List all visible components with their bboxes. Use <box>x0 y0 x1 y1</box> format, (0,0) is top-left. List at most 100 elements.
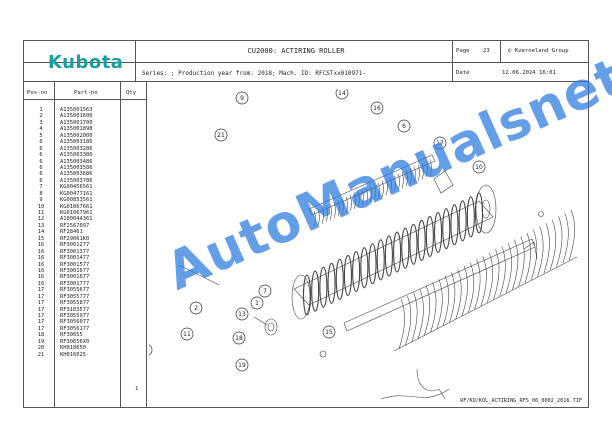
list-item-part[interactable]: KG00456561 <box>60 184 93 191</box>
list-item-pos: 20 <box>37 345 45 352</box>
comb-tine <box>393 175 396 192</box>
list-item-pos: 4 <box>39 126 43 133</box>
scraper-tine <box>512 239 519 290</box>
roller-ring <box>401 227 410 269</box>
list-item-part[interactable]: RF30655 <box>60 332 83 339</box>
list-item-part[interactable]: RF3055677 <box>60 287 90 294</box>
list-item-part[interactable]: A135001700 <box>60 119 93 126</box>
list-item-part[interactable]: RF3056177 <box>60 325 90 332</box>
list-item-part[interactable]: KG00853561 <box>60 197 93 204</box>
list-item-part[interactable]: A135003586 <box>60 164 93 171</box>
list-item-part[interactable]: A135003786 <box>60 177 93 184</box>
upper-bracket <box>433 170 454 194</box>
list-item-part[interactable]: KG01067661 <box>60 203 93 210</box>
callout-18[interactable]: 18 <box>232 331 246 345</box>
list-item-pos: 16 <box>37 267 45 274</box>
page-title: CU2000: ACTIRING ROLLER <box>247 47 345 55</box>
list-item-part[interactable]: RF3055877 <box>60 300 90 307</box>
callout-13[interactable]: 13 <box>235 307 249 321</box>
roller-ring <box>360 247 369 289</box>
list-item-part[interactable]: RF3055977 <box>60 313 90 319</box>
callout-4[interactable]: 4 <box>149 344 153 356</box>
comb-tine <box>417 164 420 182</box>
callout-label: 13 <box>238 311 246 318</box>
list-item-pos: 9 <box>39 197 43 204</box>
list-item-pos: 6 <box>39 139 43 146</box>
list-item-pos: 17 <box>37 306 45 313</box>
comb-tine <box>413 166 416 183</box>
callout-21[interactable]: 21 <box>214 128 228 142</box>
roller-ring <box>335 258 344 300</box>
callout-2[interactable]: 2 <box>189 301 203 315</box>
callout-16[interactable]: 16 <box>370 101 384 115</box>
list-item-part[interactable]: RF28461 <box>60 229 83 236</box>
list-item-part[interactable]: RF3001477 <box>60 255 90 262</box>
list-item-part[interactable]: A135003686 <box>60 171 93 178</box>
list-item-part[interactable]: A135003186 <box>60 139 93 146</box>
callout-19[interactable]: 19 <box>235 358 249 372</box>
callout-15[interactable]: 15 <box>322 325 336 339</box>
roller-ring <box>417 219 426 261</box>
comb-tine <box>409 168 412 185</box>
callout-label: 11 <box>183 331 191 338</box>
list-item-part[interactable]: A135003286 <box>60 145 93 152</box>
callout-11[interactable]: 11 <box>180 327 194 341</box>
list-item-part[interactable]: A135003386 <box>60 152 93 159</box>
list-item-part[interactable]: A135002000 <box>60 132 93 139</box>
callout-9[interactable]: 9 <box>235 91 249 105</box>
list-item-part[interactable]: RF3001677 <box>60 267 90 274</box>
callout-7[interactable]: 7 <box>258 284 272 298</box>
list-item-part[interactable]: KG01067961 <box>60 210 93 216</box>
list-item-part[interactable]: RF3103577 <box>60 306 90 313</box>
callout-10[interactable]: 10 <box>472 160 486 174</box>
comb-tine <box>369 186 372 203</box>
list-item-pos: 12 <box>37 216 45 223</box>
list-item-pos: 16 <box>37 242 45 249</box>
list-item-part[interactable]: A135003486 <box>60 158 93 165</box>
list-item-part[interactable]: A135001600 <box>60 113 93 120</box>
page-label: Page <box>456 48 470 54</box>
copyright-text: © Kverneland Group <box>508 48 569 54</box>
list-item-part[interactable]: A135001563 <box>60 107 93 113</box>
list-item-part[interactable]: RF3056077 <box>60 319 90 326</box>
comb-tine <box>313 210 316 228</box>
list-item-part[interactable]: KH016025 <box>60 351 86 358</box>
qty-value: 1 <box>135 386 139 392</box>
list-item-part[interactable]: RF3001577 <box>60 261 90 268</box>
callout-1[interactable]: 1 <box>250 296 264 310</box>
list-item-part[interactable]: RF29061K0 <box>60 235 90 242</box>
comb-tine <box>357 191 360 208</box>
list-item-pos: 16 <box>37 274 45 281</box>
comb-tine <box>317 209 320 226</box>
callout-label: 18 <box>235 335 243 342</box>
list-item-pos: 16 <box>37 255 45 262</box>
callout-14[interactable]: 14 <box>335 89 349 100</box>
callout-label: 6 <box>402 123 406 130</box>
scraper-tine <box>474 259 481 310</box>
list-item-part[interactable]: RF30656X0 <box>60 338 90 345</box>
list-item-part[interactable]: KH010650 <box>60 345 86 352</box>
list-item-part[interactable]: RF3001377 <box>60 248 90 255</box>
roller-ring <box>409 223 418 265</box>
list-item-pos: 6 <box>39 177 43 184</box>
roller-ring <box>425 215 434 257</box>
list-item-part[interactable]: A100044361 <box>60 216 93 223</box>
list-item-part[interactable]: RF3055777 <box>60 293 90 300</box>
list-item-part[interactable]: RF3001777 <box>60 280 90 287</box>
comb-tine <box>341 198 344 215</box>
callout-6[interactable]: 6 <box>397 119 411 133</box>
list-item-part[interactable]: RF2567097 <box>60 222 90 229</box>
list-item-pos: 17 <box>37 319 45 326</box>
comb-tine <box>365 187 368 205</box>
list-item-part[interactable]: RF3001277 <box>60 242 90 249</box>
roller-ring <box>327 262 336 304</box>
callout-17[interactable]: 17 <box>433 136 447 150</box>
scraper-tine <box>499 246 506 297</box>
column-header-pos: Pos-no <box>27 90 48 96</box>
list-item-part[interactable]: KG00477161 <box>60 190 93 197</box>
list-item-part[interactable]: RF3001677 <box>60 274 90 281</box>
scraper-tine <box>430 282 437 333</box>
list-item-part[interactable]: A135001898 <box>60 126 93 133</box>
callout-label: 14 <box>338 90 346 97</box>
